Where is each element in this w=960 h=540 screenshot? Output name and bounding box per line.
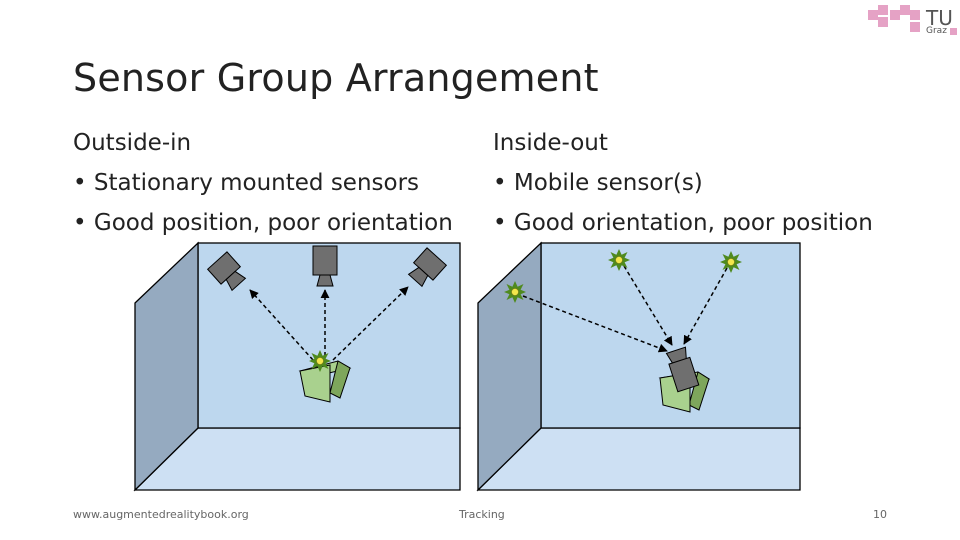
footer-website: www.augmentedrealitybook.org — [73, 508, 249, 521]
tu-graz-logo — [868, 5, 957, 35]
left-bullet-1: • Stationary mounted sensors — [73, 170, 420, 196]
camera-icon — [206, 251, 247, 292]
right-column-heading: Inside-out — [493, 130, 608, 156]
right-room-side-wall — [477, 241, 542, 492]
left-room-side-wall — [134, 241, 199, 492]
inside-out-room — [476, 241, 801, 492]
inside-out-arrows — [522, 265, 728, 353]
page-number: 10 — [873, 508, 887, 521]
right-bullet-1: • Mobile sensor(s) — [493, 170, 703, 196]
slide-title: Sensor Group Arrangement — [73, 56, 599, 100]
logo-subtext: Graz — [926, 26, 947, 36]
left-bullet-2: • Good position, poor orientation — [73, 210, 453, 236]
outside-in-room — [133, 241, 461, 492]
camera-icon — [665, 346, 700, 393]
camera-icon — [407, 247, 448, 288]
logo-text: TU — [926, 6, 953, 30]
camera-icon — [312, 245, 338, 287]
left-column-heading: Outside-in — [73, 130, 192, 156]
outside-in-arrows — [249, 286, 409, 361]
right-bullet-2: • Good orientation, poor position — [493, 210, 873, 236]
footer-section: Tracking — [459, 508, 505, 521]
